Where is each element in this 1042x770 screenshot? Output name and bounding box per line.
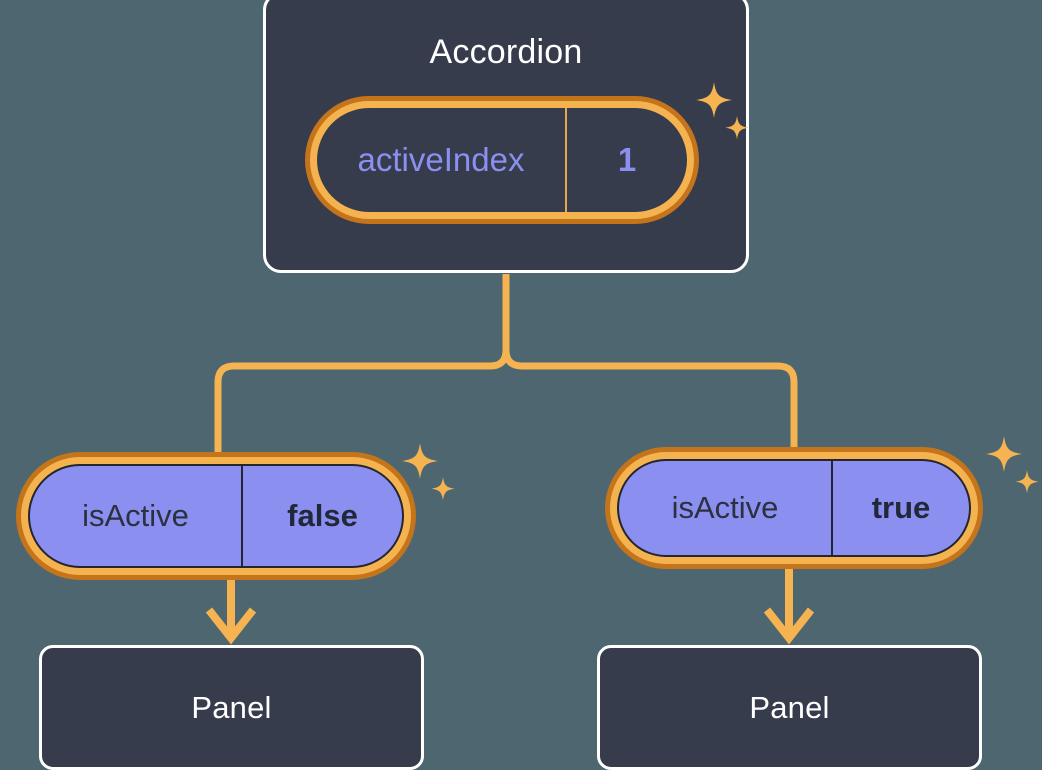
pill-highlight-ring: isActive true bbox=[610, 452, 978, 564]
pill-key-label: isActive bbox=[30, 466, 243, 566]
pill-body[interactable]: isActive false bbox=[28, 464, 404, 568]
panel-title: Panel bbox=[191, 689, 272, 725]
pill-key-label: isActive bbox=[619, 461, 833, 555]
sparkle-icon bbox=[431, 477, 455, 501]
state-pill-isactive-false[interactable]: isActive false bbox=[16, 452, 416, 580]
sparkle-icon bbox=[402, 443, 438, 479]
pill-highlight-ring: isActive false bbox=[21, 457, 411, 575]
pill-value-label: false bbox=[287, 498, 358, 533]
sparkle-icon bbox=[986, 436, 1022, 472]
panel-node-right[interactable]: Panel bbox=[597, 645, 982, 770]
pill-body[interactable]: activeIndex 1 bbox=[317, 108, 687, 212]
pill-value-label: 1 bbox=[617, 141, 637, 178]
arrow-down-icon-right bbox=[763, 560, 815, 645]
sparkle-icon bbox=[1015, 470, 1039, 494]
branch-connector-left bbox=[214, 349, 510, 462]
state-pill-isactive-true[interactable]: isActive true bbox=[605, 447, 983, 569]
state-pill-activeindex[interactable]: activeIndex 1 bbox=[305, 96, 699, 224]
panel-title: Panel bbox=[749, 689, 830, 725]
pill-highlight-ring: activeIndex 1 bbox=[310, 101, 694, 219]
arrow-down-icon-left bbox=[205, 570, 257, 645]
panel-node-left[interactable]: Panel bbox=[39, 645, 424, 770]
pill-value-label: true bbox=[871, 490, 931, 525]
pill-key-label: activeIndex bbox=[317, 108, 567, 212]
pill-body[interactable]: isActive true bbox=[617, 459, 971, 557]
sparkle-group-true bbox=[986, 436, 1039, 494]
accordion-title: Accordion bbox=[429, 33, 583, 71]
branch-connector-icon bbox=[502, 274, 798, 462]
